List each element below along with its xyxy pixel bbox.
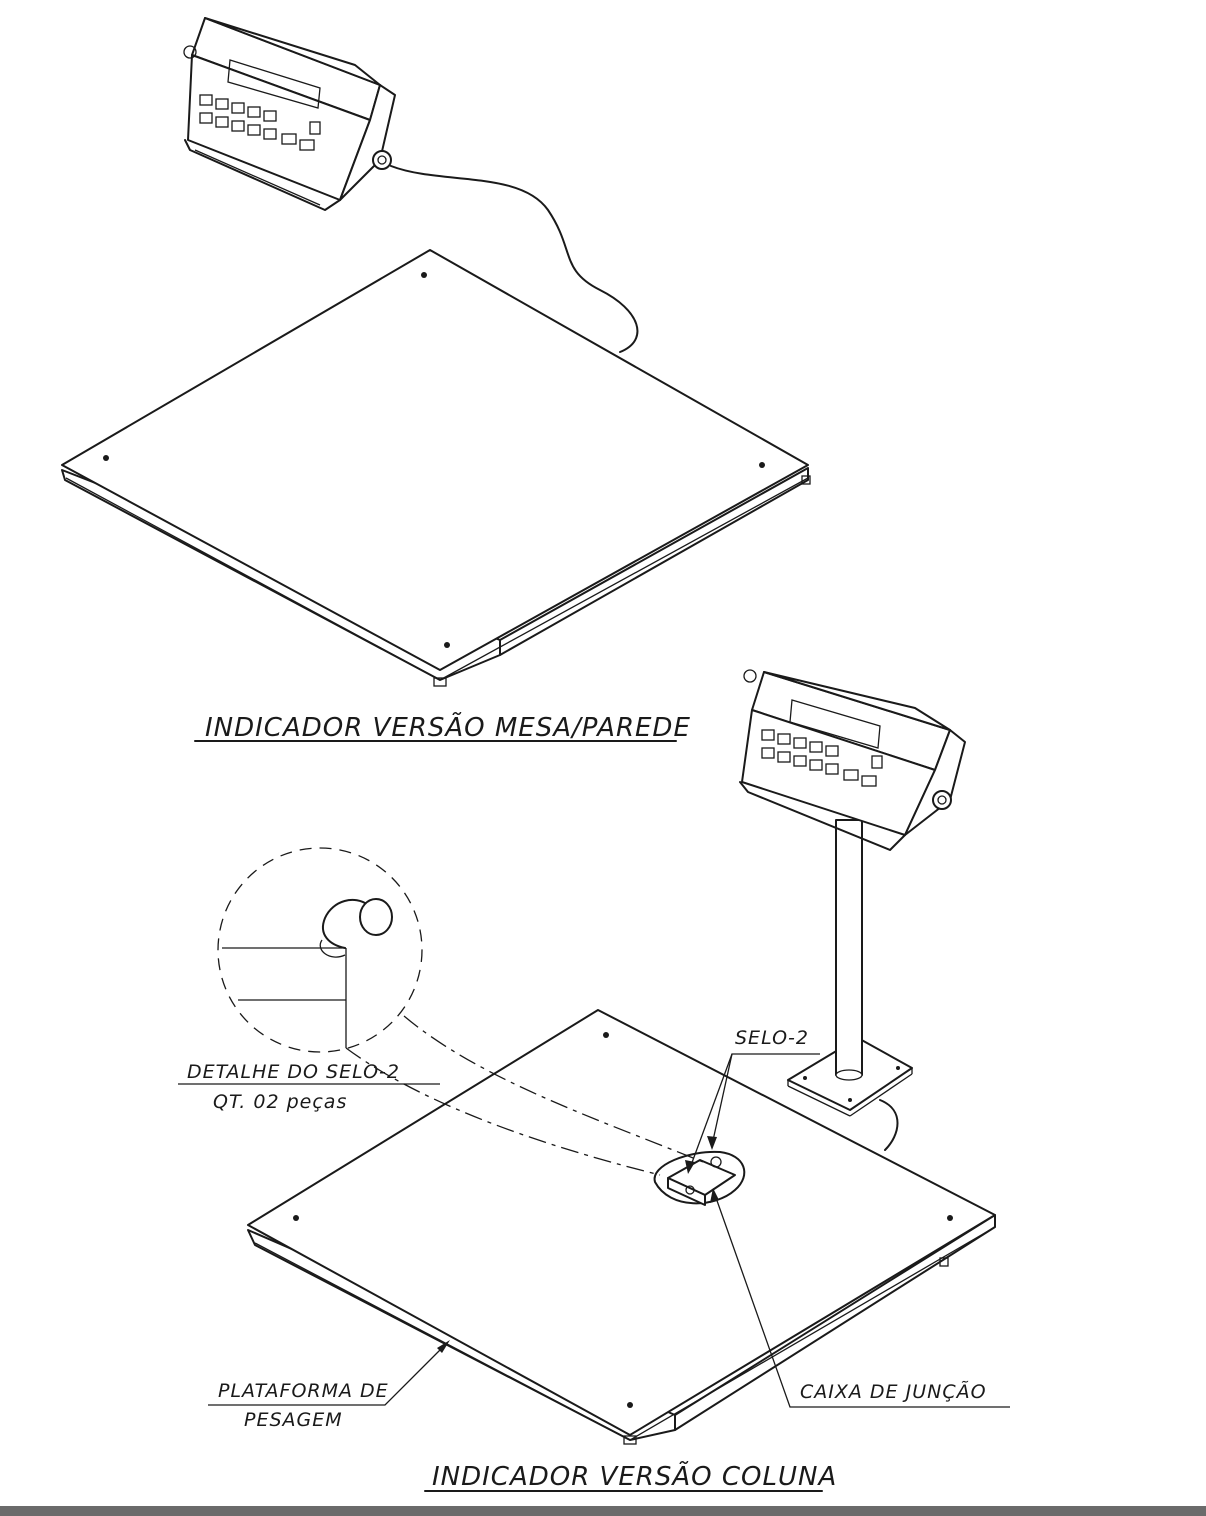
label-platform-line1: PLATAFORMA DE (218, 1380, 389, 1402)
seal-detail-view (217, 847, 423, 1053)
label-seal-qty: QT. 02 peças (213, 1091, 347, 1113)
label-seal-detail: DETALHE DO SELO-2 (187, 1061, 400, 1083)
top-indicator (183, 17, 639, 353)
scan-edge (0, 1506, 1206, 1516)
column-indicator-keypad (761, 729, 883, 787)
top-platform (61, 249, 811, 687)
bottom-platform (247, 1009, 996, 1445)
label-platform-line2: PESAGEM (244, 1409, 343, 1431)
column-stand (787, 819, 913, 1151)
column-indicator (739, 669, 966, 851)
caption-table-wall: INDICADOR VERSÃO MESA/PAREDE (205, 711, 691, 743)
junction-box (653, 1150, 746, 1206)
top-indicator-keypad (199, 94, 321, 151)
caption-column: INDICADOR VERSÃO COLUNA (432, 1460, 837, 1492)
label-seal: SELO-2 (735, 1027, 809, 1049)
label-junction-box: CAIXA DE JUNÇÃO (800, 1380, 987, 1403)
